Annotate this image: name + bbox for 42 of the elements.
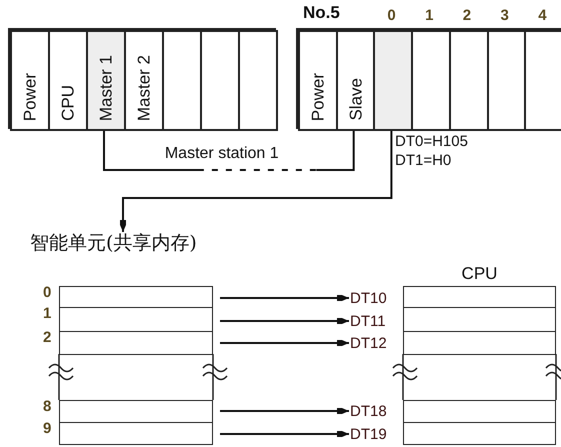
module-label: CPU (60, 85, 76, 121)
module-label: Slave (347, 78, 364, 121)
module-label: Power (22, 72, 38, 121)
module-slot (200, 30, 240, 131)
module-slot (238, 30, 278, 131)
table-row (403, 400, 556, 423)
table-heading: CPU (460, 265, 498, 282)
setting-text: DT0=H105 (395, 134, 468, 149)
module-slot (336, 30, 376, 131)
row-number: 1 (43, 306, 52, 321)
row-number: 9 (43, 421, 52, 436)
table-row (403, 286, 556, 308)
register-name: DT11 (350, 314, 386, 329)
register-name: DT19 (350, 427, 387, 442)
rack-frame (8, 28, 276, 129)
table-row (403, 422, 556, 445)
slot-number: 1 (425, 8, 434, 23)
register-name: DT12 (350, 336, 387, 351)
module-slot (162, 30, 202, 131)
slot-number: 0 (387, 8, 396, 23)
connector-line (103, 129, 355, 171)
setting-text: DT1=H0 (395, 153, 452, 168)
module-slot (86, 30, 126, 131)
table-row (403, 307, 556, 332)
slot-number: 2 (462, 8, 472, 23)
module-label: Master 1 (98, 54, 114, 121)
slot-number: 4 (538, 8, 547, 23)
table-row (403, 331, 556, 355)
station-number: No.5 (303, 4, 340, 21)
module-label: Power (310, 72, 326, 121)
row-number: 2 (43, 330, 52, 345)
module-slot (298, 30, 338, 131)
module-slot (10, 30, 50, 131)
module-slot (124, 30, 164, 131)
register-name: DT10 (350, 291, 387, 306)
module-label: Master 2 (136, 54, 152, 121)
table-heading: 智能单元(共享内存) (30, 234, 197, 253)
row-number: 8 (43, 399, 52, 414)
module-slot (48, 30, 88, 131)
register-name: DT18 (350, 404, 387, 419)
slot-number: 3 (500, 8, 509, 23)
row-number: 0 (43, 285, 52, 300)
